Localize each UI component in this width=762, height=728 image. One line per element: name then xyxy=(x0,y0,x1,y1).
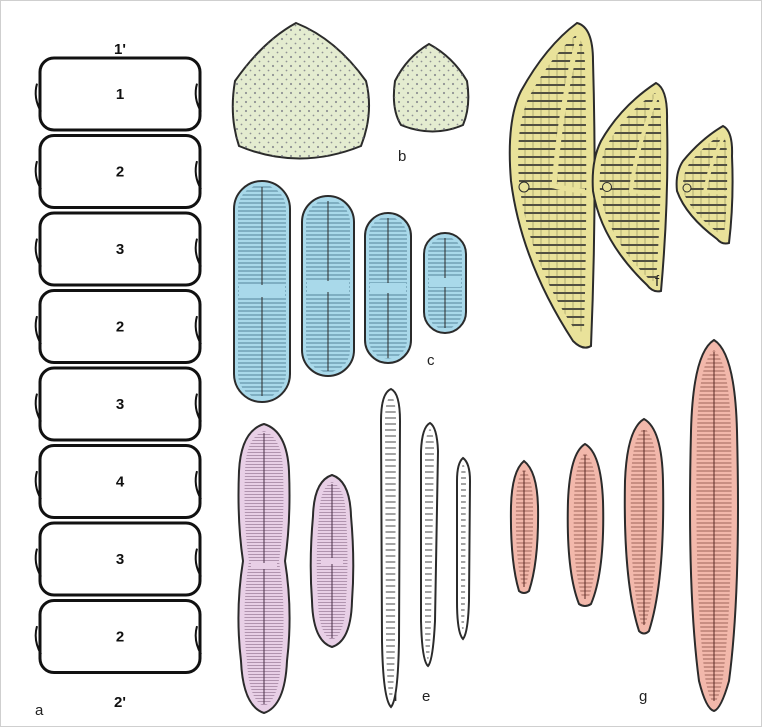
panel-label-g: g xyxy=(639,688,647,705)
panel-d-pinnate-diatoms xyxy=(238,424,353,713)
diatom-c-1 xyxy=(234,181,290,402)
frustule-cell: 4 xyxy=(36,446,201,518)
panel-label-b: b xyxy=(398,148,406,165)
frustule-top-label: 1' xyxy=(114,41,126,58)
diatom-e-3 xyxy=(457,458,470,639)
diatom-g-2 xyxy=(568,444,604,606)
frustule-cell: 1 xyxy=(36,58,201,130)
frustule-cell-label: 4 xyxy=(116,474,125,491)
diatom-c-3 xyxy=(365,213,411,363)
frustule-cell: 3 xyxy=(36,368,201,440)
diatom-d-1 xyxy=(238,424,289,713)
frustule-cell-label: 3 xyxy=(116,396,124,413)
diatom-c-2 xyxy=(302,196,354,376)
diatom-e-1 xyxy=(381,389,400,707)
diatom-g-3 xyxy=(625,419,663,634)
panel-label-e: e xyxy=(422,688,430,705)
diatom-c-4 xyxy=(424,233,466,333)
frustule-cell-label: 1 xyxy=(116,86,124,103)
frustule-cell-label: 2 xyxy=(116,164,124,181)
diatom-f-medium xyxy=(593,83,668,291)
frustule-cell-label: 3 xyxy=(116,551,124,568)
frustule-cell: 2 xyxy=(36,601,201,673)
frustule-cell-label: 2 xyxy=(116,319,124,336)
diatom-d-2 xyxy=(311,475,354,647)
frustule-cell-label: 2 xyxy=(116,629,124,646)
frustule-cell: 3 xyxy=(36,213,201,285)
diatom-e-2 xyxy=(421,423,438,666)
diatom-g-1 xyxy=(511,461,538,593)
frustule-cell: 2 xyxy=(36,291,201,363)
panel-g-lanceolate-diatoms xyxy=(511,340,738,711)
panel-a-frustule-chain: 1 2 3 2 3 4 3 2 xyxy=(36,58,201,673)
panel-label-a: a xyxy=(35,702,44,719)
panel-b-triangular-diatoms xyxy=(233,23,469,159)
frustule-cell: 2 xyxy=(36,136,201,208)
diatom-f-large xyxy=(510,23,595,348)
frustule-bottom-label: 2' xyxy=(114,694,126,711)
diatom-f-small xyxy=(677,126,733,244)
frustule-cell-label: 3 xyxy=(116,241,124,258)
diatom-g-4 xyxy=(690,340,738,711)
panel-e-needle-diatoms xyxy=(381,389,470,707)
frustule-cell: 3 xyxy=(36,523,201,595)
panel-f-lunate-diatoms xyxy=(510,23,733,348)
panel-label-c: c xyxy=(427,352,435,369)
